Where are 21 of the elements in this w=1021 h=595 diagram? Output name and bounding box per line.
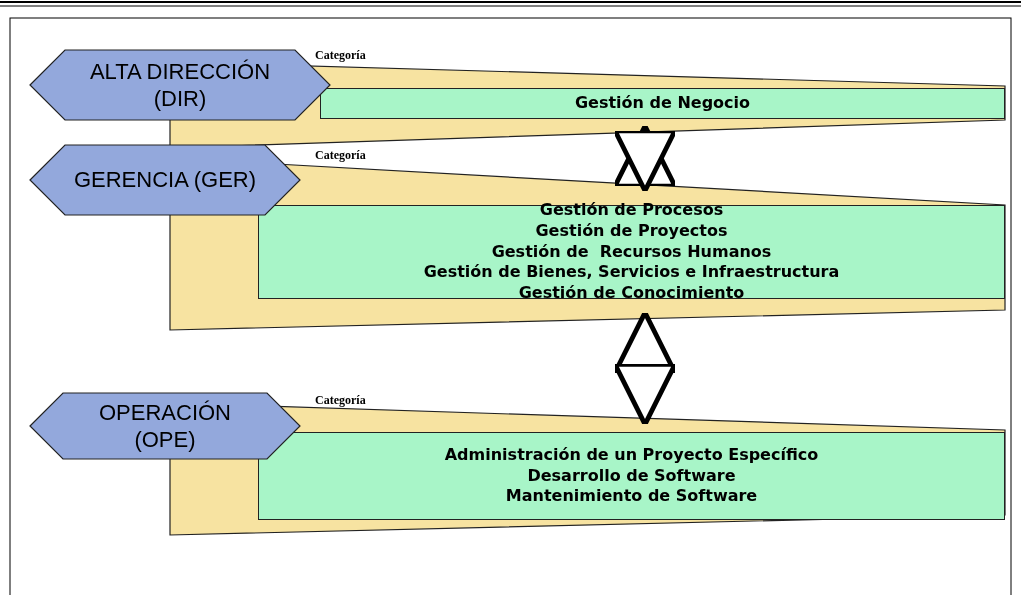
process-item: Gestión de Negocio bbox=[574, 93, 751, 114]
process-list-box bbox=[258, 432, 1005, 520]
category-label: Categoría bbox=[315, 393, 366, 408]
process-item: Gestión de Recursos Humanos bbox=[491, 241, 772, 263]
category-label: Categoría bbox=[315, 148, 366, 163]
process-item: Mantenimiento de Software bbox=[505, 486, 758, 508]
double-arrow bbox=[612, 310, 678, 427]
process-item: Administración de un Proyecto Específico bbox=[444, 444, 819, 466]
process-item: Gestión de Conocimiento bbox=[518, 283, 745, 304]
process-item: Gestión de Procesos bbox=[539, 200, 724, 221]
process-item: Desarrollo de Software bbox=[527, 465, 736, 487]
level-name: GERENCIA (GER) bbox=[72, 166, 258, 194]
level-name: OPERACIÓN (OPE) bbox=[97, 398, 232, 454]
category-label: Categoría bbox=[315, 48, 366, 63]
double-arrow bbox=[612, 123, 678, 194]
process-list-box bbox=[320, 88, 1005, 119]
level-hexagon bbox=[30, 393, 300, 459]
level-hexagon bbox=[30, 145, 300, 215]
process-item: Gestión de Proyectos bbox=[535, 220, 728, 242]
level-name: ALTA DIRECCIÓN (DIR) bbox=[88, 57, 272, 113]
process-item: Gestión de Bienes, Servicios e Infraestructura bbox=[423, 262, 840, 284]
